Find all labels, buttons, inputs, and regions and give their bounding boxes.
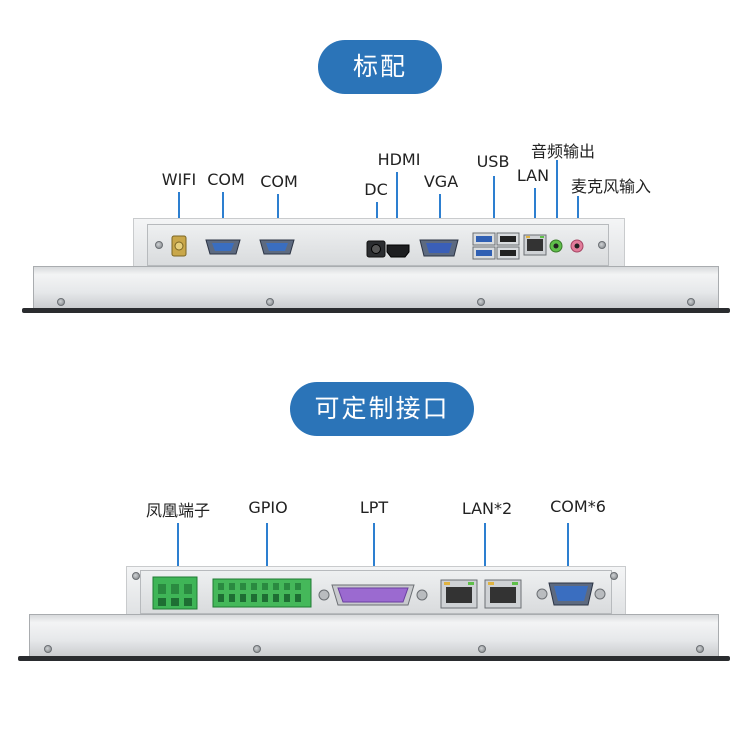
label-wifi: WIFI bbox=[161, 170, 197, 189]
leader-com-1 bbox=[222, 192, 224, 238]
com-port-1 bbox=[205, 239, 241, 255]
screw bbox=[598, 241, 606, 249]
leader-mic-in bbox=[577, 196, 579, 238]
leader-wifi bbox=[178, 192, 180, 236]
standard-config-title: 标配 bbox=[318, 40, 442, 94]
leader-usb bbox=[493, 176, 495, 234]
label-gpio: GPIO bbox=[248, 498, 288, 517]
label-com-2: COM bbox=[260, 172, 298, 191]
mic-in-jack bbox=[570, 239, 584, 253]
label-mic-in: 麦克风输入 bbox=[570, 177, 652, 196]
lan-port bbox=[523, 234, 547, 256]
screw bbox=[253, 645, 261, 653]
custom-interface-title: 可定制接口 bbox=[290, 382, 474, 436]
label-vga: VGA bbox=[423, 172, 459, 191]
hdmi-port bbox=[386, 244, 410, 258]
label-lan: LAN bbox=[516, 166, 550, 185]
label-phoenix-terminal: 凤凰端子 bbox=[145, 501, 211, 520]
lan-port-1 bbox=[440, 579, 478, 609]
leader-com-6 bbox=[567, 523, 569, 581]
screw bbox=[155, 241, 163, 249]
com-port bbox=[536, 582, 606, 606]
screw bbox=[44, 645, 52, 653]
dc-power-jack bbox=[366, 240, 386, 258]
label-usb: USB bbox=[476, 152, 510, 171]
screw bbox=[478, 645, 486, 653]
usb-ports bbox=[472, 232, 520, 260]
leader-lpt bbox=[373, 523, 375, 579]
label-lpt: LPT bbox=[359, 498, 389, 517]
screw bbox=[477, 298, 485, 306]
wifi-antenna-connector bbox=[171, 235, 187, 257]
front-bezel bbox=[33, 266, 719, 310]
screw bbox=[610, 572, 618, 580]
leader-lan-2 bbox=[484, 523, 486, 579]
audio-out-jack bbox=[549, 239, 563, 253]
leader-com-2 bbox=[277, 194, 279, 238]
screw bbox=[132, 572, 140, 580]
label-lan-2: LAN*2 bbox=[461, 499, 513, 518]
screw bbox=[696, 645, 704, 653]
label-hdmi: HDMI bbox=[377, 150, 421, 169]
phoenix-terminal bbox=[152, 576, 198, 610]
com-port-2 bbox=[259, 239, 295, 255]
leader-lan bbox=[534, 188, 536, 236]
leader-audio-out bbox=[556, 160, 558, 238]
leader-phoenix-terminal bbox=[177, 523, 179, 573]
base-shadow bbox=[22, 308, 730, 313]
leader-hdmi bbox=[396, 172, 398, 246]
lan-port-2 bbox=[484, 579, 522, 609]
screw bbox=[687, 298, 695, 306]
label-com-6: COM*6 bbox=[550, 497, 606, 516]
gpio-terminal-block bbox=[212, 578, 312, 608]
front-bezel bbox=[29, 614, 719, 658]
label-audio-out: 音频输出 bbox=[530, 142, 596, 161]
leader-gpio bbox=[266, 523, 268, 575]
lpt-port bbox=[318, 584, 428, 606]
label-dc: DC bbox=[364, 180, 388, 199]
label-com-1: COM bbox=[207, 170, 245, 189]
screw bbox=[266, 298, 274, 306]
vga-port bbox=[419, 239, 459, 257]
screw bbox=[57, 298, 65, 306]
base-shadow bbox=[18, 656, 730, 661]
